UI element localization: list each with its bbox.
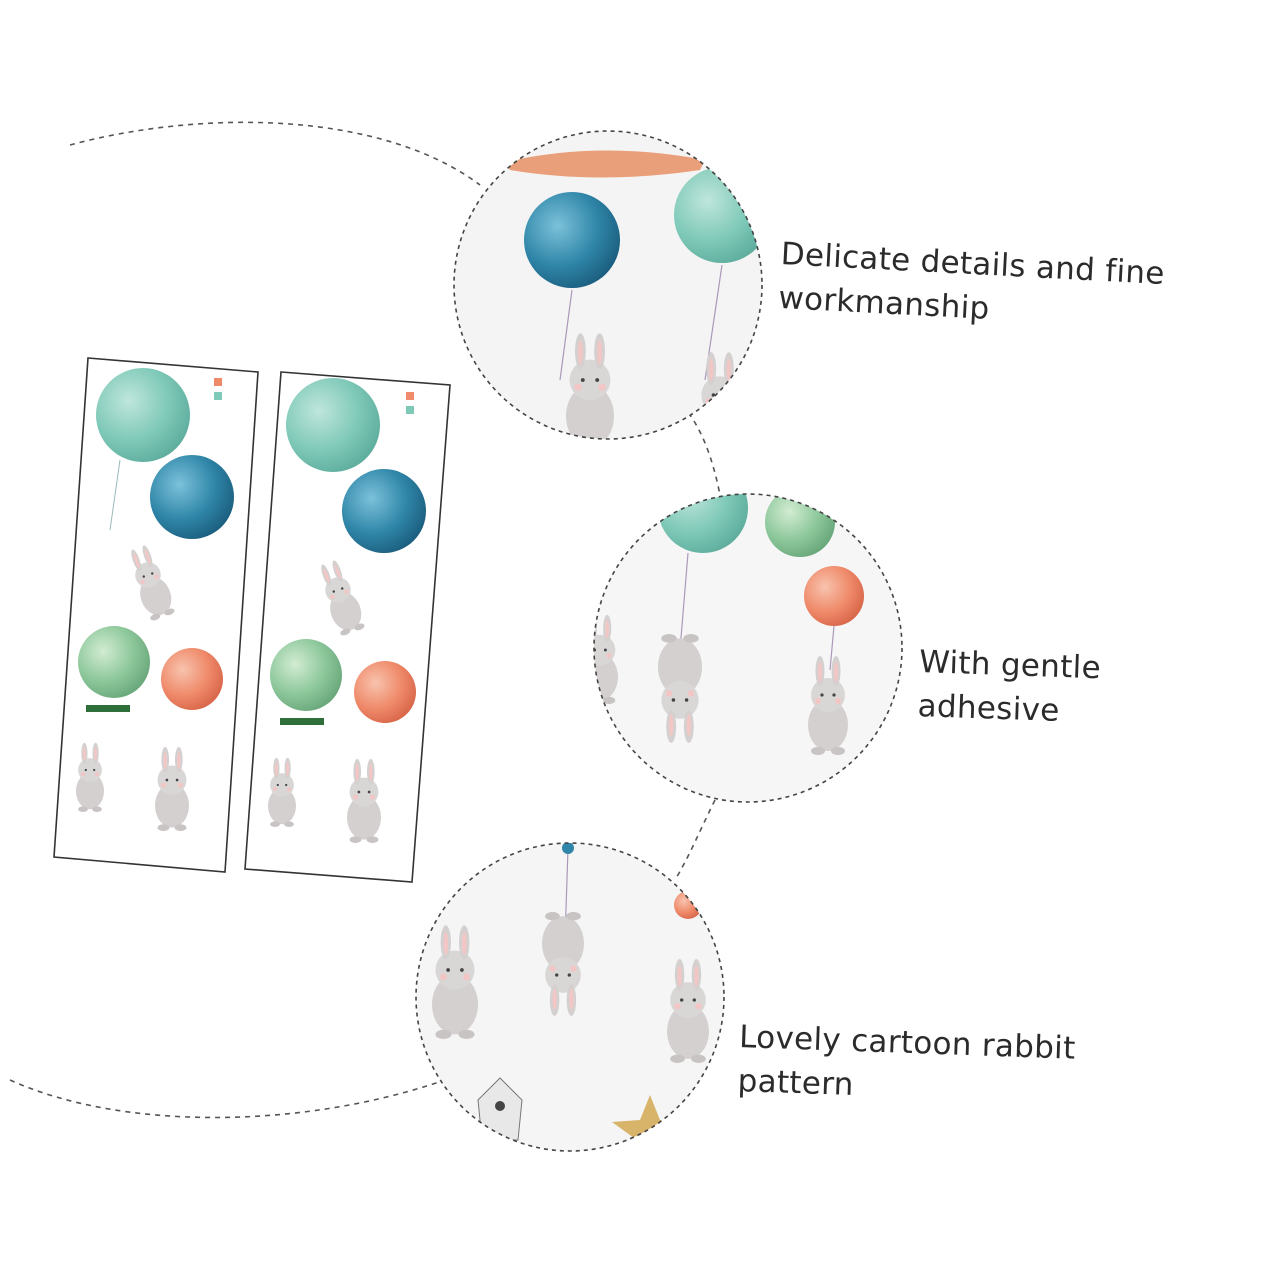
sticker-sheet-1 [53, 357, 259, 873]
sticker-sheet-2 [244, 371, 451, 883]
detail-circle-workmanship [453, 130, 763, 440]
detail-circle-adhesive [593, 493, 903, 803]
feature-line: adhesive [917, 687, 1061, 729]
feature-text-2: With gentle adhesive [917, 640, 1102, 734]
feature-text-3: Lovely cartoon rabbit pattern [737, 1015, 1076, 1115]
feature-line: With gentle [918, 643, 1102, 687]
detail-circle-rabbit-pattern [415, 842, 725, 1152]
